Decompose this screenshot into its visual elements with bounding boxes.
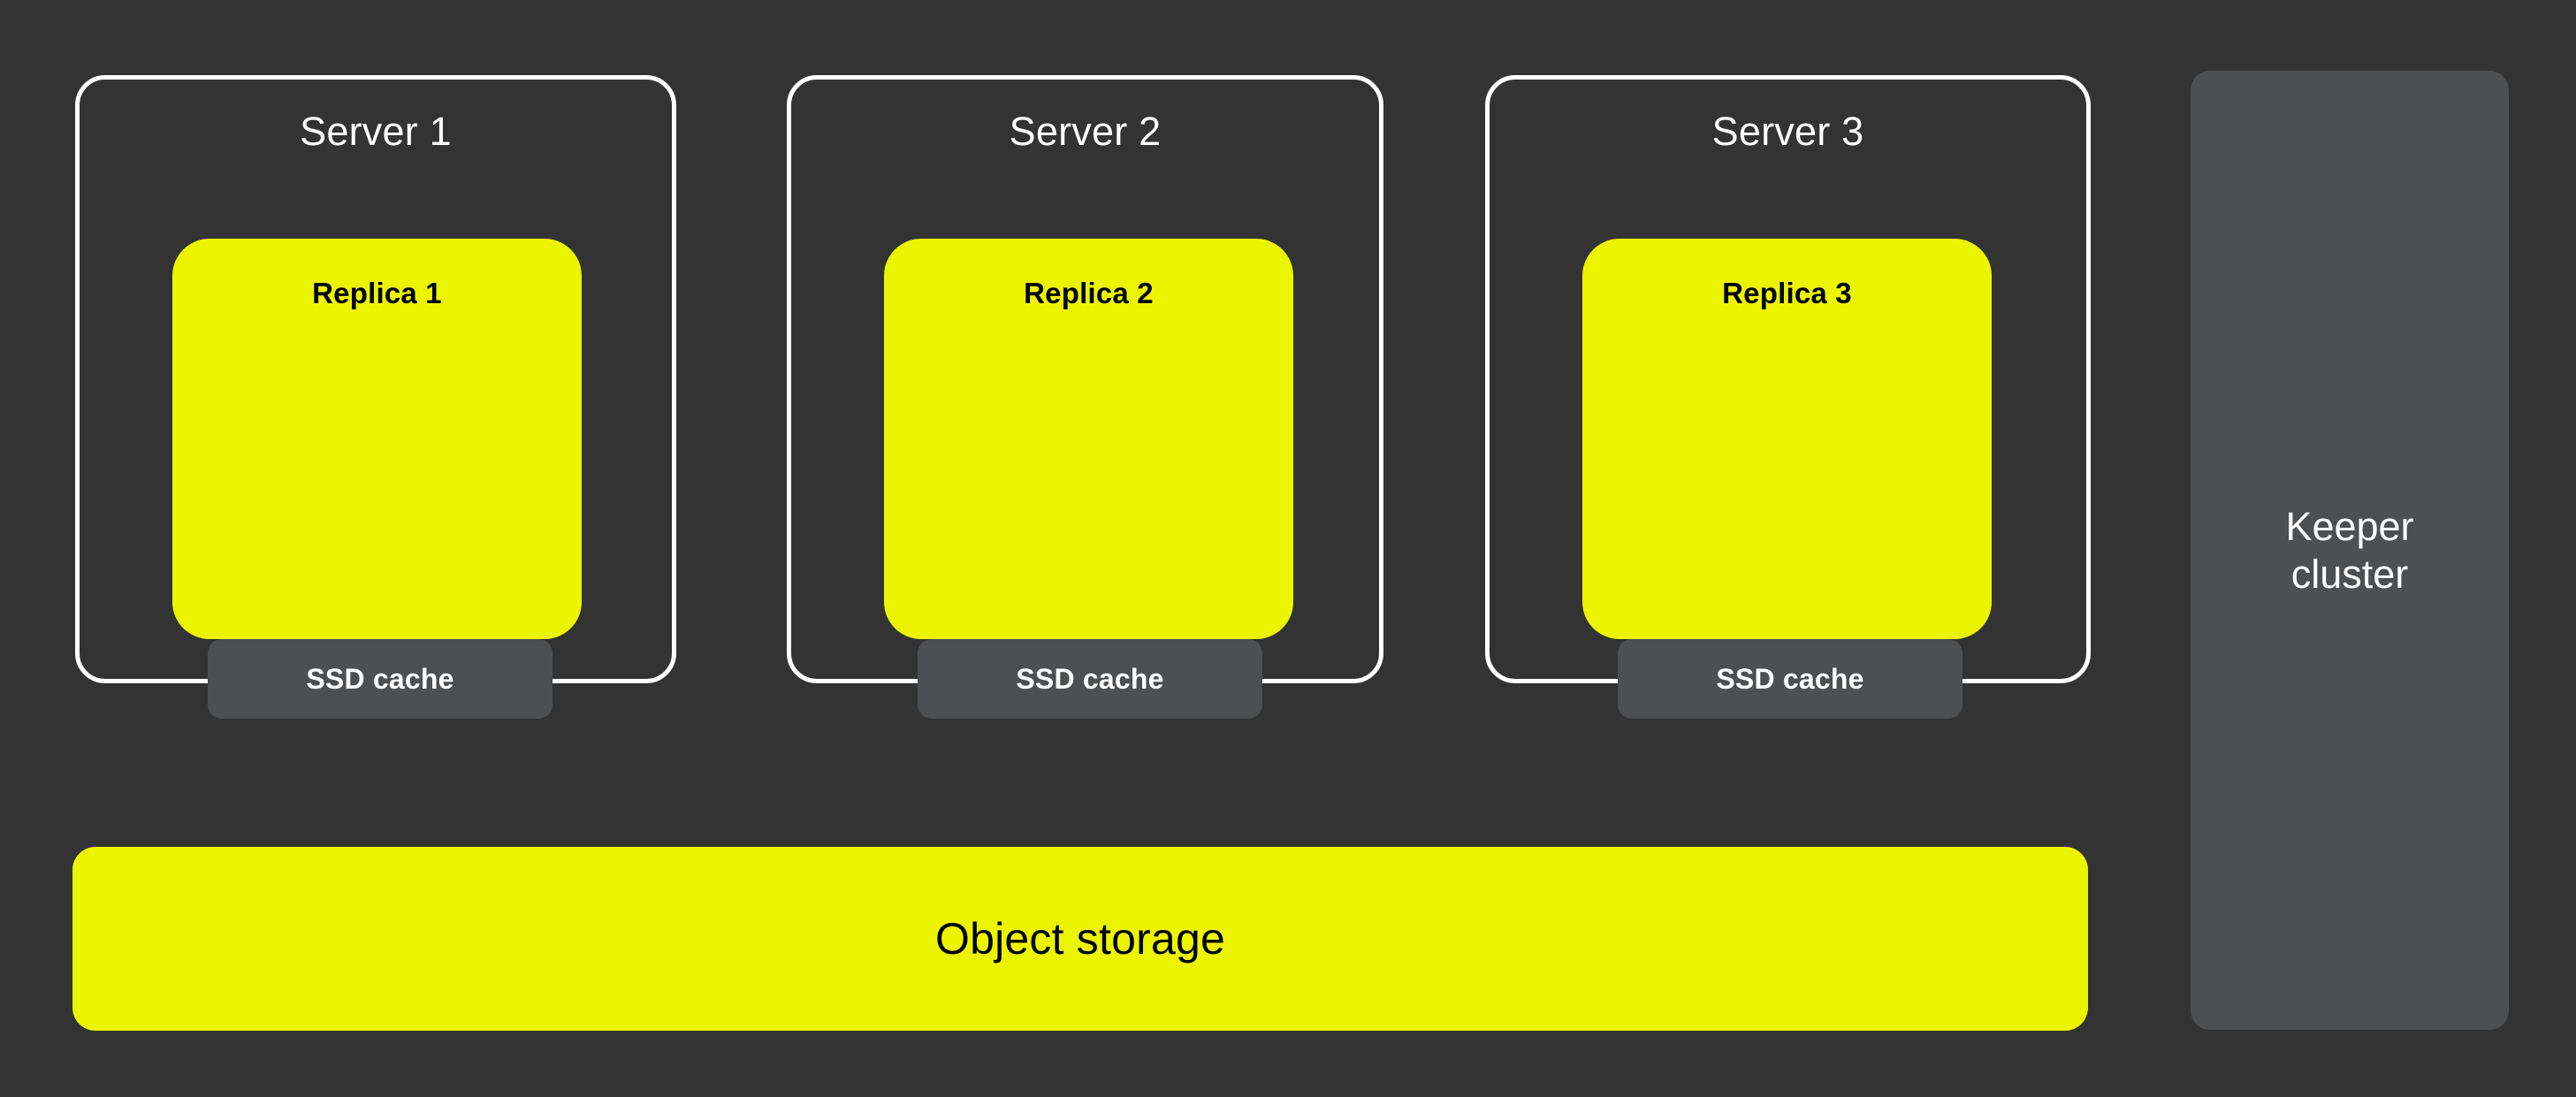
object-storage-bar: Object storage <box>72 847 2088 1031</box>
server-title-1: Server 1 <box>300 109 452 154</box>
replica-box-3: Replica 3 <box>1582 239 1992 639</box>
ssd-cache-label-2: SSD cache <box>1016 663 1164 695</box>
keeper-cluster-box: Keeper cluster <box>2191 71 2509 1030</box>
replica-box-1: Replica 1 <box>172 239 582 639</box>
ssd-cache-label-1: SSD cache <box>306 663 454 695</box>
replica-box-2: Replica 2 <box>884 239 1293 639</box>
ssd-cache-box-2: SSD cache <box>918 639 1262 719</box>
ssd-cache-label-3: SSD cache <box>1716 663 1864 695</box>
ssd-cache-box-3: SSD cache <box>1618 639 1962 719</box>
ssd-cache-box-1: SSD cache <box>208 639 553 719</box>
keeper-cluster-label: Keeper cluster <box>2285 504 2414 597</box>
server-title-2: Server 2 <box>1009 109 1162 154</box>
replica-label-3: Replica 3 <box>1722 277 1852 309</box>
object-storage-label: Object storage <box>935 914 1225 964</box>
replica-label-1: Replica 1 <box>312 277 442 309</box>
replica-label-2: Replica 2 <box>1024 277 1154 309</box>
server-title-3: Server 3 <box>1711 109 1864 154</box>
